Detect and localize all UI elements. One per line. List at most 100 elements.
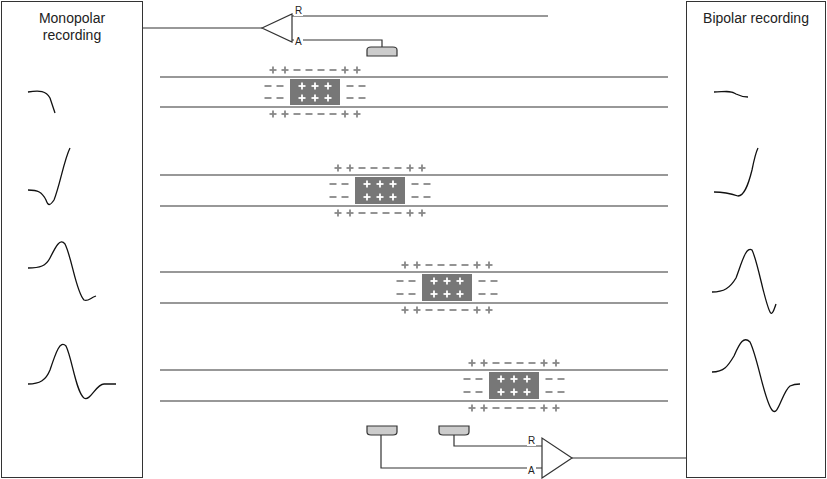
charge-sign [344, 67, 346, 74]
charge-sign [462, 264, 469, 266]
input-label: A [527, 466, 536, 476]
charge-sign [404, 307, 406, 314]
charge-sign [272, 111, 274, 118]
charge-sign [366, 194, 368, 201]
charge-sign [392, 181, 394, 188]
charge-sign [272, 67, 274, 74]
charge-sign [483, 360, 485, 367]
electrode [439, 426, 469, 435]
bipolar-trace [714, 92, 748, 98]
charge-sign [426, 264, 433, 266]
membrane-line [160, 302, 668, 303]
monopolar-trace [28, 344, 116, 398]
axon [160, 67, 668, 118]
charge-sign [438, 309, 445, 311]
charge-sign [371, 212, 378, 214]
charge-sign [277, 97, 284, 99]
charge-sign [513, 389, 515, 396]
axon [160, 262, 668, 314]
charge-sign [395, 212, 402, 214]
charge-sign [464, 378, 471, 380]
charge-sign [294, 113, 301, 115]
recording-panel: Monopolar recording [1, 1, 143, 478]
charge-sign [438, 264, 445, 266]
input-label: R [294, 6, 303, 16]
charge-sign [318, 69, 325, 71]
charge-sign [337, 165, 339, 172]
membrane-line [160, 76, 668, 77]
charge-sign [446, 291, 448, 298]
charge-sign [379, 194, 381, 201]
charge-sign [546, 378, 553, 380]
charge-sign [529, 362, 536, 364]
charge-sign [344, 111, 346, 118]
charge-sign [359, 85, 366, 87]
charge-sign [327, 83, 329, 90]
input-label: A [294, 37, 303, 47]
charge-sign [476, 307, 478, 314]
charge-sign [366, 181, 368, 188]
charge-sign [471, 405, 473, 412]
charge-sign [409, 165, 411, 172]
input-label: R [527, 436, 536, 446]
charge-sign [379, 181, 381, 188]
charge-sign [359, 97, 366, 99]
depolarized-region [422, 274, 472, 301]
charge-sign [433, 291, 435, 298]
charge-sign [284, 67, 286, 74]
charge-sign [426, 309, 433, 311]
charge-sign [491, 293, 498, 295]
membrane-line [160, 106, 668, 107]
reference-wire [454, 435, 542, 446]
membrane-line [160, 369, 668, 370]
charge-sign [471, 360, 473, 367]
charge-sign [505, 407, 512, 409]
charge-sign [526, 389, 528, 396]
monopolar-trace [28, 91, 55, 113]
charge-sign [395, 167, 402, 169]
active-wire [381, 435, 542, 468]
charge-sign [500, 389, 502, 396]
charge-sign [392, 194, 394, 201]
charge-sign [462, 309, 469, 311]
reference-wire [292, 15, 548, 16]
charge-sign [409, 210, 411, 217]
membrane-line [160, 400, 668, 401]
charge-sign [558, 391, 565, 393]
charge-sign [493, 362, 500, 364]
charge-sign [488, 262, 490, 269]
charge-sign [301, 83, 303, 90]
monopolar-trace [28, 148, 70, 205]
output-wire [572, 457, 686, 458]
charge-sign [464, 391, 471, 393]
charge-sign [306, 69, 313, 71]
charge-sign [314, 83, 316, 90]
charge-sign [409, 293, 416, 295]
charge-sign [505, 362, 512, 364]
charge-sign [412, 183, 419, 185]
charge-sign [397, 280, 404, 282]
charge-sign [459, 291, 461, 298]
membrane-line [160, 271, 668, 272]
charge-sign [546, 391, 553, 393]
charge-sign [416, 307, 418, 314]
charge-sign [459, 278, 461, 285]
membrane-line [160, 205, 668, 206]
active-wire [292, 40, 382, 47]
charge-sign [409, 280, 416, 282]
charge-sign [265, 97, 272, 99]
charge-sign [446, 278, 448, 285]
charge-sign [491, 280, 498, 282]
bipolar-trace [712, 340, 800, 412]
charge-sign [359, 167, 366, 169]
axon [160, 165, 668, 217]
charge-sign [397, 293, 404, 295]
charge-sign [476, 262, 478, 269]
charge-sign [476, 378, 483, 380]
charge-sign [558, 378, 565, 380]
charge-sign [327, 95, 329, 102]
charge-sign [306, 113, 313, 115]
charge-sign [284, 111, 286, 118]
waveforms [28, 91, 800, 411]
